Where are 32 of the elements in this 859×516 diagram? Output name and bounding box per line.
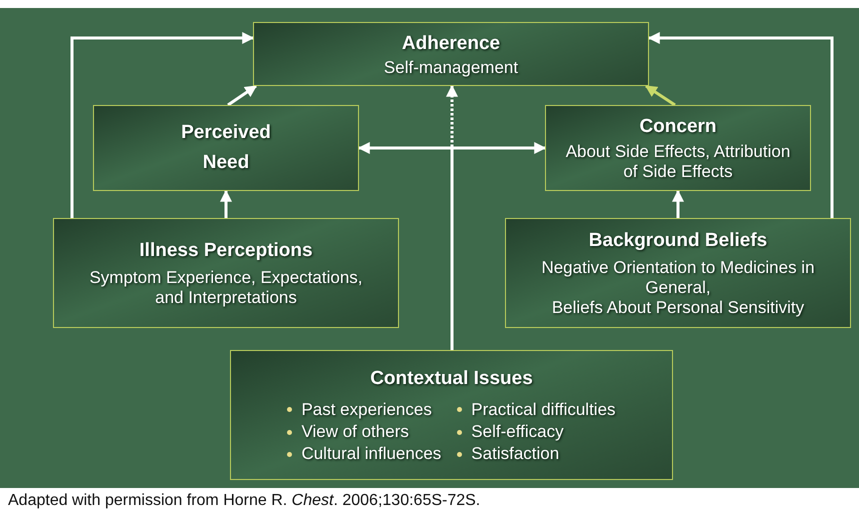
concern-box [545, 105, 811, 191]
bullet-item: Self-efficacy [471, 422, 564, 442]
bullet-item: Satisfaction [471, 444, 560, 465]
contextual-issues-box [230, 350, 673, 480]
background-beliefs-box [505, 218, 851, 328]
node-heading: Perceived Need [181, 120, 271, 175]
arrow [648, 32, 834, 218]
node-text: Symptom Experience, Expectations, and Interpretations [88, 268, 364, 309]
arrow [358, 142, 546, 154]
node-heading: Background Beliefs [588, 229, 768, 254]
node-heading: Contextual Issues [370, 367, 533, 392]
arrow [645, 84, 676, 106]
node-text: Self-management [384, 58, 518, 78]
bullet-item: Past experiences [301, 400, 432, 420]
node-heading: Illness Perceptions [139, 239, 313, 264]
node-heading: Adherence [402, 32, 500, 56]
arrow [70, 32, 254, 218]
arrow [446, 84, 458, 350]
node-heading: Concern [639, 115, 717, 140]
bullet-item: View of others [301, 422, 409, 442]
illness-perceptions-box [53, 218, 399, 328]
node-text: Beliefs About Personal Sensitivity [552, 298, 804, 319]
bullet-item: Cultural influences [301, 444, 442, 465]
arrow [220, 190, 232, 218]
node-text: About Side Effects, Attribution of Side Effects [564, 142, 792, 183]
adherence-box [253, 22, 649, 86]
bullet-item: Practical difficulties [471, 400, 616, 420]
arrow [672, 190, 684, 218]
perceived-need-box [93, 105, 359, 191]
arrow [227, 84, 257, 106]
node-text: Negative Orientation to Medicines in General, [540, 258, 816, 298]
caption: Adapted with permission from Horne R. Chest. 2006;130:65S-72S. [8, 492, 480, 510]
